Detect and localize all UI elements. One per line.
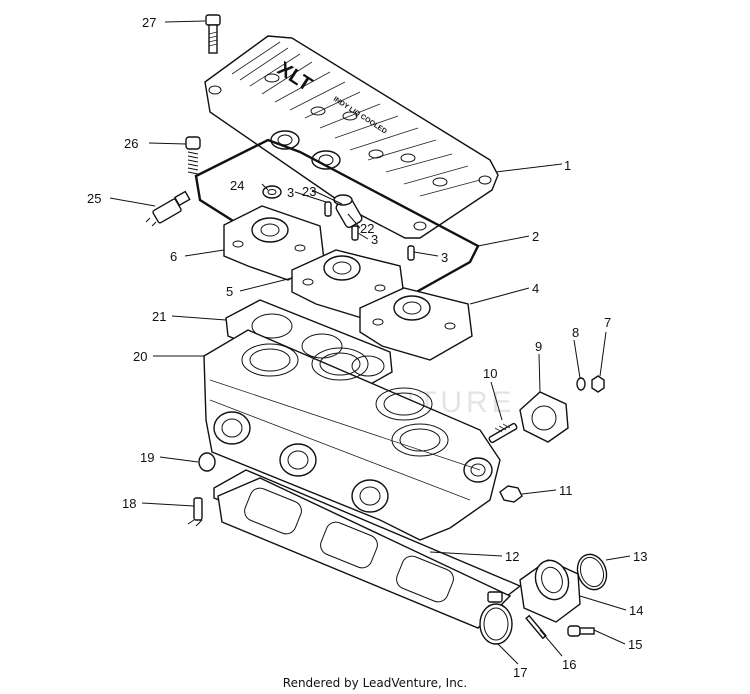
head-gasket	[225, 299, 393, 391]
adapter-screw	[567, 625, 595, 637]
block-plug	[198, 452, 216, 472]
cover-bolt	[205, 14, 221, 54]
callout-8: 8	[572, 325, 579, 340]
callout-16: 16	[562, 657, 576, 672]
hose-clamp	[479, 591, 513, 645]
callout-21: 21	[152, 309, 166, 324]
render-credit: Rendered by LeadVenture, Inc.	[282, 676, 468, 690]
callout-27: 27	[142, 15, 156, 30]
callout-3-a: 3	[287, 185, 294, 200]
leader-lines	[109, 20, 631, 665]
manifold-stud	[488, 422, 518, 444]
callout-10: 10	[483, 366, 497, 381]
callout-25: 25	[87, 191, 101, 206]
callout-19: 19	[140, 450, 154, 465]
callout-17: 17	[513, 665, 527, 680]
callout-6: 6	[170, 249, 177, 264]
callout-9: 9	[535, 339, 542, 354]
clamp-screw	[525, 614, 547, 640]
callout-5: 5	[226, 284, 233, 299]
flange-nut	[591, 375, 605, 393]
flange-gasket	[519, 391, 569, 443]
callout-14: 14	[629, 603, 643, 618]
dowel-pins	[324, 201, 415, 261]
intake-adapter	[519, 559, 581, 623]
cap-nut-with-spring	[185, 136, 201, 175]
flat-washer	[576, 377, 586, 391]
callout-3-c: 3	[441, 250, 448, 265]
callout-23: 23	[302, 184, 316, 199]
pulse-fitting	[187, 497, 203, 527]
callout-3-b: 3	[371, 232, 378, 247]
base-gasket	[213, 469, 522, 629]
cylinder-cover: XLT INDY LIQ COOLED	[204, 35, 499, 239]
cylinder-block	[203, 329, 501, 541]
temperature-sensor	[145, 190, 191, 227]
callout-18: 18	[122, 496, 136, 511]
callout-12: 12	[505, 549, 519, 564]
callout-2: 2	[532, 229, 539, 244]
callout-22: 22	[360, 221, 374, 236]
callout-1: 1	[564, 158, 571, 173]
manifold-nut	[499, 485, 523, 503]
callout-13: 13	[633, 549, 647, 564]
callout-11: 11	[559, 483, 573, 498]
callout-24: 24	[230, 178, 244, 193]
callout-15: 15	[628, 637, 642, 652]
callout-7: 7	[604, 315, 611, 330]
cylinder-head-pto	[359, 287, 473, 361]
callout-26: 26	[124, 136, 138, 151]
callout-labels: 27 26 25 24 23 3 22 3 3 1 2 6 5 4 21 20 …	[87, 15, 647, 680]
callout-4: 4	[532, 281, 539, 296]
callout-20: 20	[133, 349, 147, 364]
